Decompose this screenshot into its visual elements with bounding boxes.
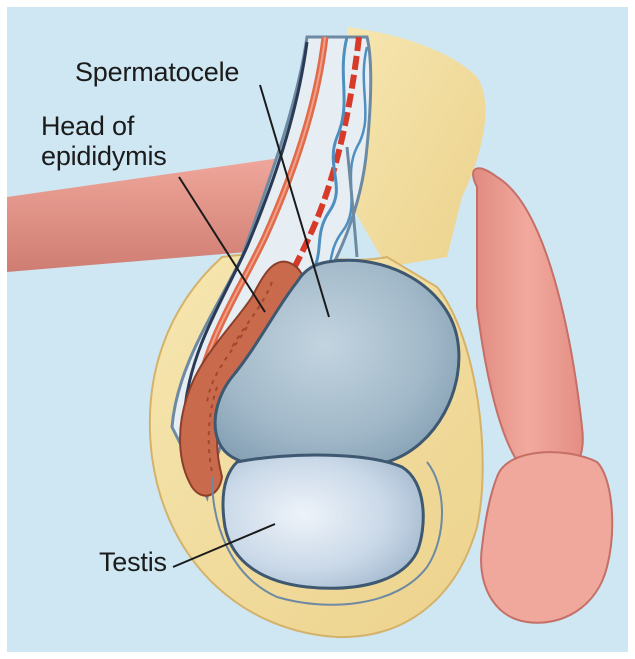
label-spermatocele: Spermatocele	[75, 57, 239, 87]
label-head-of-epididymis-line1: Head of	[41, 111, 167, 141]
penis-shaft	[473, 168, 583, 478]
label-testis: Testis	[99, 547, 167, 577]
illustration-panel: Spermatocele Head of epididymis Testis	[7, 7, 628, 652]
label-head-of-epididymis-line2: epididymis	[41, 141, 167, 171]
label-head-of-epididymis: Head of epididymis	[41, 111, 167, 171]
testis-body	[223, 455, 423, 588]
penis-glans	[481, 452, 612, 623]
